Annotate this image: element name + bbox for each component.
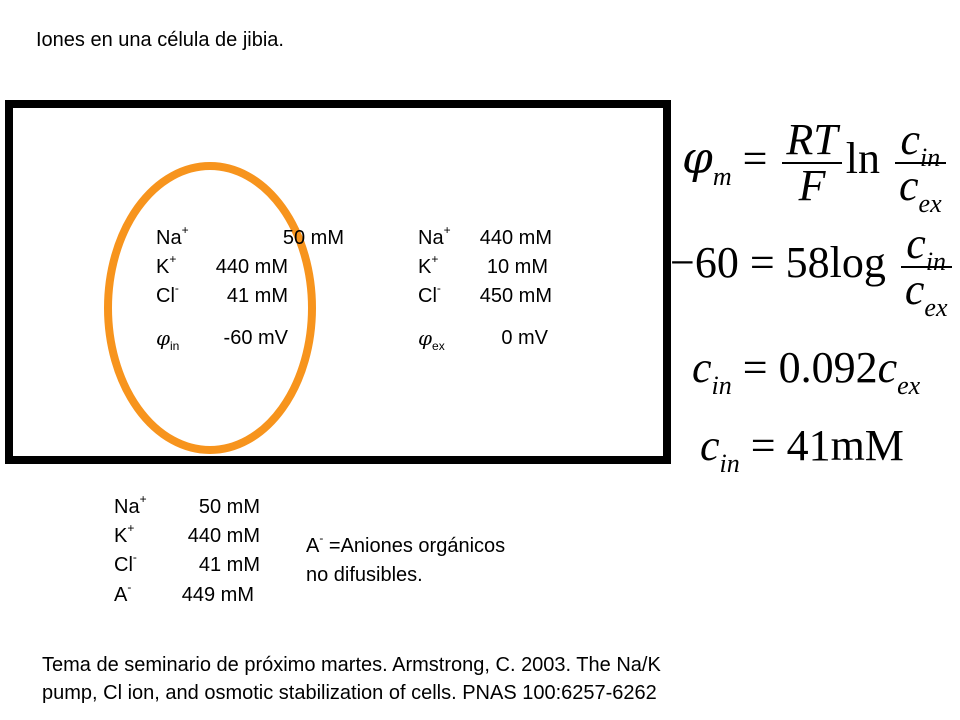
inside-na: Na+ 50 mM	[156, 223, 344, 249]
inside-k: K+ 440 mM	[156, 252, 288, 278]
footer-line2: pump, Cl ion, and osmotic stabilization …	[42, 682, 657, 704]
bottom-na: Na+ 50 mM	[114, 492, 260, 518]
outside-potential: φex 0 mV	[418, 326, 548, 353]
footer-line1: Tema de seminario de próximo martes. Arm…	[42, 654, 661, 676]
equation-ratio: cin = 0.092cex	[692, 343, 921, 400]
inside-potential: φin -60 mV	[156, 326, 288, 353]
footer-reference: Tema de seminario de próximo martes. Arm…	[42, 651, 661, 707]
anion-note-line1: A- =Aniones orgánicos	[306, 531, 506, 557]
inside-cl: Cl- 41 mM	[156, 281, 288, 307]
anion-note: A- =Aniones orgánicos no difusibles.	[306, 532, 505, 590]
outside-na: Na+ 440 mM	[418, 223, 552, 249]
outside-k: K+ 10 mM	[418, 252, 548, 278]
bottom-a: A- 449 mM	[114, 580, 254, 606]
cell-membrane	[104, 162, 316, 454]
extracellular-box	[5, 100, 671, 464]
page-title: Iones en una célula de jibia.	[36, 29, 284, 51]
bottom-k: K+ 440 mM	[114, 521, 260, 547]
outside-cl: Cl- 450 mM	[418, 281, 552, 307]
equation-result: cin = 41mM	[700, 421, 904, 478]
anion-note-line2: no difusibles.	[306, 564, 423, 586]
membrane-ellipse	[104, 162, 316, 454]
bottom-cl: Cl- 41 mM	[114, 550, 260, 576]
